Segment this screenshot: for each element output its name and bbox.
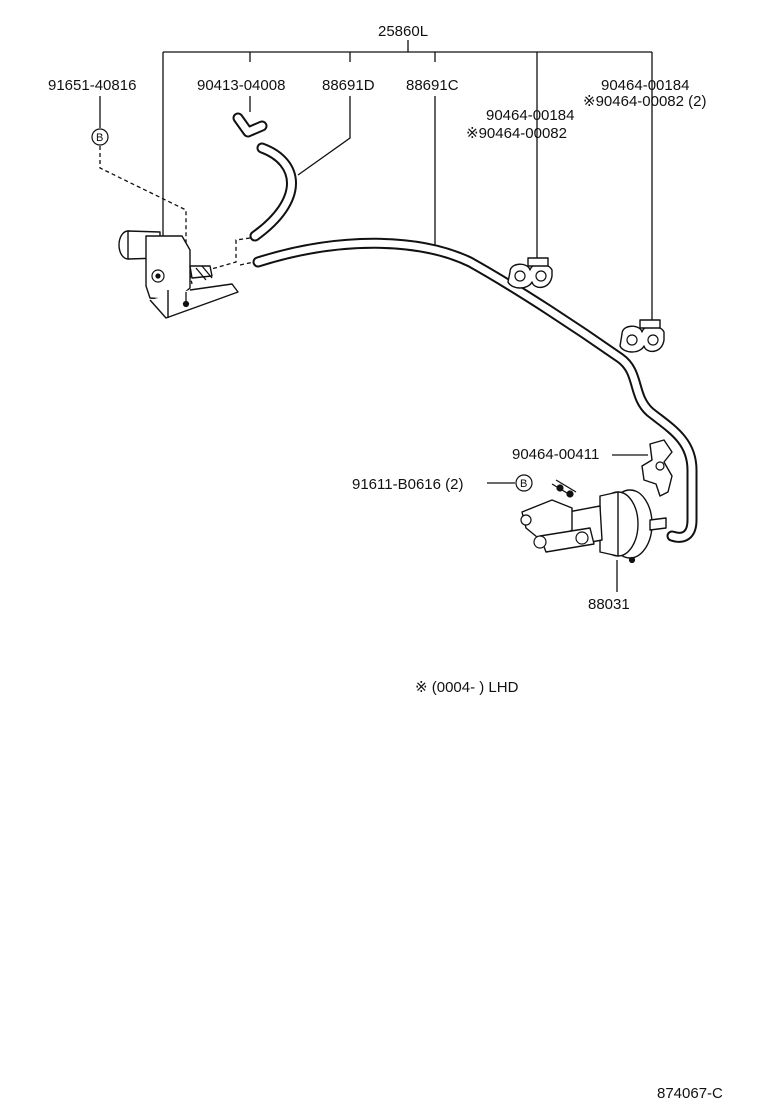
hose-connector-label: 90413-04008	[197, 77, 285, 94]
hose-c	[239, 237, 698, 543]
marker-b-left-text: B	[96, 132, 103, 144]
assembly-bracket	[162, 40, 653, 328]
hose-d	[207, 142, 297, 271]
hose-clamp-icon	[641, 439, 673, 497]
marker-b-right: B	[515, 474, 533, 492]
hose-connector-icon	[232, 112, 268, 138]
vacuum-switching-valve-icon	[118, 230, 239, 319]
clamp2-label-b: ※90464-00082 (2)	[583, 93, 707, 110]
clamp1-label-a: 90464-00184	[486, 107, 574, 124]
hose-clamp-icon	[619, 319, 665, 353]
bolt-right-label: 91611-B0616 (2)	[352, 476, 463, 493]
marker-b-left: B	[91, 96, 193, 285]
hose-d-label: 88691D	[322, 77, 375, 94]
assembly-label: 25860L	[378, 23, 428, 40]
clamp1-label-b: ※90464-00082	[466, 125, 567, 142]
footnote: ※ (0004- ) LHD	[415, 679, 519, 696]
hose-c-label: 88691C	[406, 77, 459, 94]
clamp2-label-a: 90464-00184	[601, 77, 689, 94]
diagram-code: 874067-C	[657, 1085, 723, 1102]
marker-b-right-text: B	[520, 478, 527, 490]
bolt-left-label: 91651-40816	[48, 77, 136, 94]
actuator-label: 88031	[588, 596, 630, 613]
hose-clamp-icon	[507, 257, 553, 289]
clamp3-label: 90464-00411	[512, 446, 599, 463]
leader-lines	[249, 96, 648, 592]
vacuum-actuator-icon	[520, 479, 667, 564]
